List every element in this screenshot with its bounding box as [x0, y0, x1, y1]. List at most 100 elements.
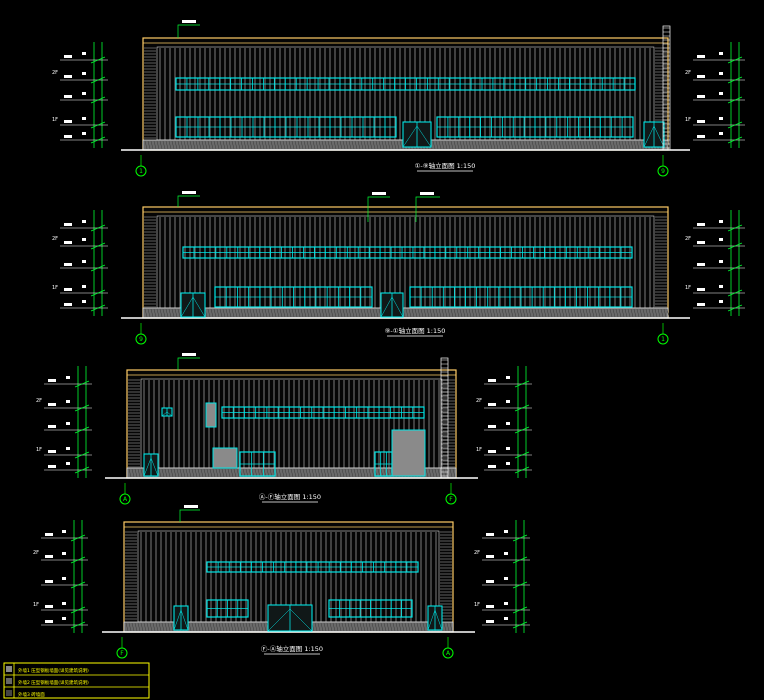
- plinth-hatch: [252, 308, 256, 318]
- plinth-hatch: [159, 308, 163, 318]
- plinth-hatch: [216, 308, 220, 318]
- plinth-hatch: [206, 468, 210, 478]
- plinth-hatch: [618, 140, 622, 150]
- plinth-hatch: [429, 308, 433, 318]
- plinth-hatch: [492, 308, 496, 318]
- plinth-hatch: [378, 140, 382, 150]
- plinth-hatch: [228, 140, 232, 150]
- plinth-hatch: [210, 308, 214, 318]
- plinth-hatch: [555, 308, 559, 318]
- annotation-mark: [182, 20, 196, 23]
- door-swing: [143, 457, 152, 477]
- plinth-hatch: [150, 308, 154, 318]
- plinth-hatch: [431, 468, 435, 478]
- dimension-mark: [62, 602, 66, 605]
- plinth-hatch: [279, 140, 283, 150]
- plinth-hatch: [552, 140, 556, 150]
- dimension-tick: [70, 581, 86, 589]
- level-mark: [488, 465, 496, 468]
- plinth-hatch: [483, 308, 487, 318]
- plinth-hatch: [561, 308, 565, 318]
- dimension-mark: [506, 400, 510, 403]
- dimension-mark: [719, 132, 723, 135]
- dimension-tick: [74, 466, 90, 474]
- building-outline: [142, 206, 669, 319]
- plinth-hatch: [633, 308, 637, 318]
- plinth-hatch: [612, 140, 616, 150]
- plinth-hatch: [381, 140, 385, 150]
- dimension-mark: [66, 400, 70, 403]
- dimension-mark: [504, 530, 508, 533]
- plinth-hatch: [140, 622, 144, 632]
- plinth-hatch: [585, 140, 589, 150]
- axis-bubble: [135, 333, 147, 345]
- plinth-hatch: [540, 140, 544, 150]
- level-mark: [64, 223, 72, 226]
- level-mark: [697, 120, 705, 123]
- level-mark: [48, 403, 56, 406]
- plinth-hatch: [329, 468, 333, 478]
- plinth-hatch: [237, 140, 241, 150]
- plinth-hatch: [359, 622, 363, 632]
- plinth-hatch: [140, 468, 144, 478]
- plinth-hatch: [273, 140, 277, 150]
- dimension-tick: [70, 621, 86, 629]
- plinth-hatch: [456, 140, 460, 150]
- plinth-hatch: [174, 308, 178, 318]
- plinth-hatch: [236, 468, 240, 478]
- plinth-hatch: [582, 308, 586, 318]
- plinth-hatch: [546, 140, 550, 150]
- plinth-hatch: [375, 308, 379, 318]
- plinth-hatch: [255, 140, 259, 150]
- plinth-hatch: [564, 140, 568, 150]
- plinth-hatch: [531, 308, 535, 318]
- level-mark: [488, 403, 496, 406]
- plinth-hatch: [345, 140, 349, 150]
- axis-label: 9: [139, 336, 143, 343]
- plinth-hatch: [258, 140, 262, 150]
- dimension-tick: [512, 581, 528, 589]
- plinth-hatch: [224, 622, 228, 632]
- plinth-hatch: [200, 622, 204, 632]
- plinth-hatch: [245, 622, 249, 632]
- plinth-hatch: [251, 622, 255, 632]
- plinth-hatch: [134, 622, 138, 632]
- plinth-hatch: [363, 308, 367, 318]
- door-swing: [402, 125, 418, 148]
- level-mark: [486, 580, 494, 583]
- plinth-hatch: [368, 468, 372, 478]
- plinth-hatch: [525, 140, 529, 150]
- plinth-hatch: [465, 140, 469, 150]
- plinth-hatch: [392, 622, 396, 632]
- plinth-hatch: [456, 308, 460, 318]
- plinth-hatch: [398, 622, 402, 632]
- plinth-hatch: [323, 468, 327, 478]
- plinth-hatch: [285, 308, 289, 318]
- dimension-tick: [514, 426, 530, 434]
- plinth-hatch: [179, 468, 183, 478]
- plinth-hatch: [356, 622, 360, 632]
- floor-label: 2F: [685, 236, 691, 242]
- dimension-mark: [506, 376, 510, 379]
- plinth-hatch: [159, 140, 163, 150]
- plinth-hatch: [420, 308, 424, 318]
- plinth-hatch: [380, 622, 384, 632]
- annotation-leader: [177, 357, 200, 370]
- plinth-hatch: [366, 308, 370, 318]
- plinth-hatch: [537, 140, 541, 150]
- plinth-hatch: [200, 468, 204, 478]
- dimension-mark: [506, 447, 510, 450]
- dimension-mark: [506, 422, 510, 425]
- dimension-tick: [514, 404, 530, 412]
- plinth-hatch: [432, 308, 436, 318]
- plinth-hatch: [570, 308, 574, 318]
- plinth-hatch: [191, 468, 195, 478]
- dimension-mark: [719, 238, 723, 241]
- plinth-hatch: [342, 308, 346, 318]
- plinth-hatch: [162, 308, 166, 318]
- annotation-mark: [372, 192, 386, 195]
- level-mark: [486, 620, 494, 623]
